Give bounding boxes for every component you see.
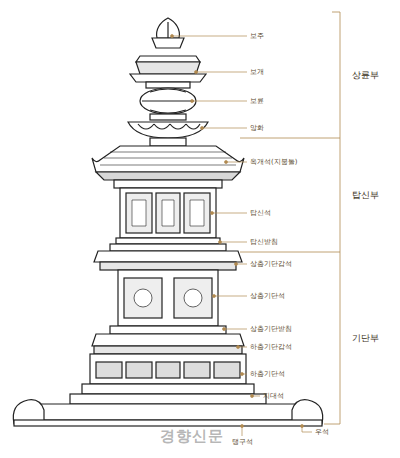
part-label: 보개: [250, 69, 264, 76]
section-label: 탑신부: [352, 191, 379, 200]
section-label: 상륜부: [352, 71, 379, 80]
part-label: 옥개석(지붕돌): [250, 159, 297, 166]
part-label: 탱구석: [232, 439, 253, 446]
part-label: 하층기단갑석: [250, 344, 292, 351]
part-label: 보륜: [250, 98, 264, 105]
section-bracket: [240, 12, 340, 424]
part-label: 상층기단갑석: [250, 261, 292, 268]
part-label: 앙화: [250, 125, 264, 132]
part-label: 하층기단석: [250, 371, 285, 378]
part-label: 우석: [315, 429, 329, 436]
part-label: 보주: [250, 33, 264, 40]
part-label: 탑신받침: [250, 239, 278, 246]
section-label: 기단부: [352, 334, 379, 343]
part-label: 탑신석: [250, 210, 271, 217]
pagoda: [13, 18, 322, 426]
part-label: 상층기단석: [250, 293, 285, 300]
watermark: 경향신문: [160, 429, 224, 444]
leader-lines: [171, 35, 313, 437]
part-label: 지대석: [263, 393, 284, 400]
part-label: 상층기단받침: [250, 326, 292, 333]
